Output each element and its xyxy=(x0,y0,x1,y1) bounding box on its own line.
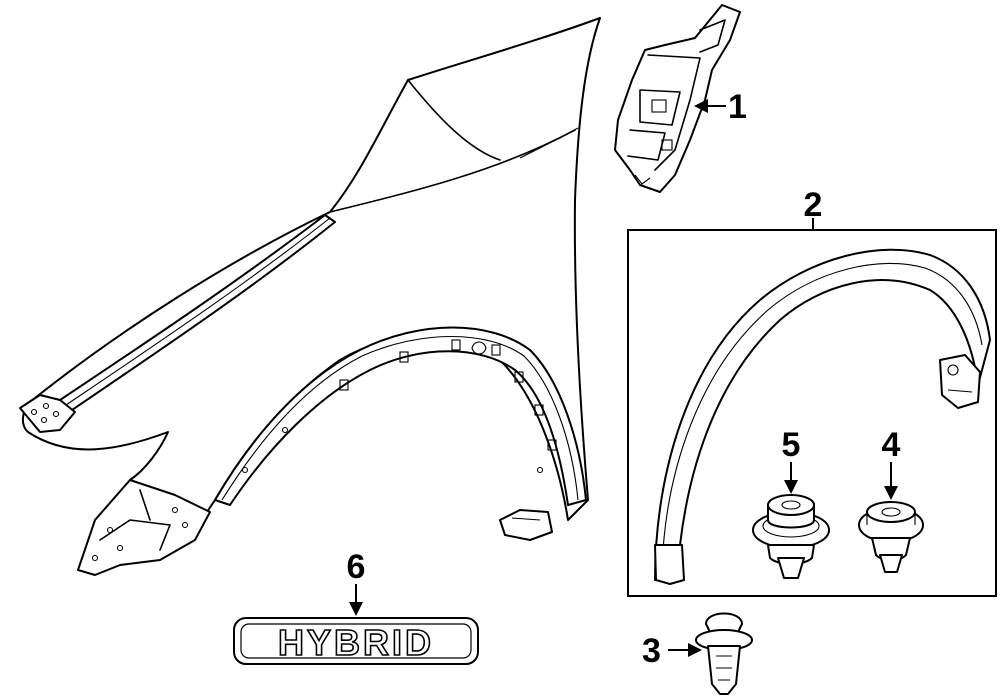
wheel-arch-molding xyxy=(654,248,991,585)
callout-4: 4 xyxy=(882,426,901,464)
arrowhead-3 xyxy=(688,643,702,657)
clip-part-5 xyxy=(752,494,830,579)
hybrid-badge: HYBRID xyxy=(233,617,479,665)
callout-2: 2 xyxy=(804,186,823,224)
arrowhead-4 xyxy=(884,486,898,500)
callout-6: 6 xyxy=(347,548,366,586)
clip-part-4 xyxy=(858,501,924,573)
arrowhead-6 xyxy=(349,602,363,616)
callout-3: 3 xyxy=(642,632,661,670)
push-rivet-part-3 xyxy=(695,612,753,695)
callout-5: 5 xyxy=(782,426,801,464)
upper-bracket xyxy=(614,4,741,193)
badge-label: HYBRID xyxy=(278,622,434,663)
callout-1: 1 xyxy=(728,88,747,126)
fender-panel xyxy=(19,17,601,576)
arrowhead-1 xyxy=(694,99,708,113)
arrowhead-5 xyxy=(784,480,798,494)
